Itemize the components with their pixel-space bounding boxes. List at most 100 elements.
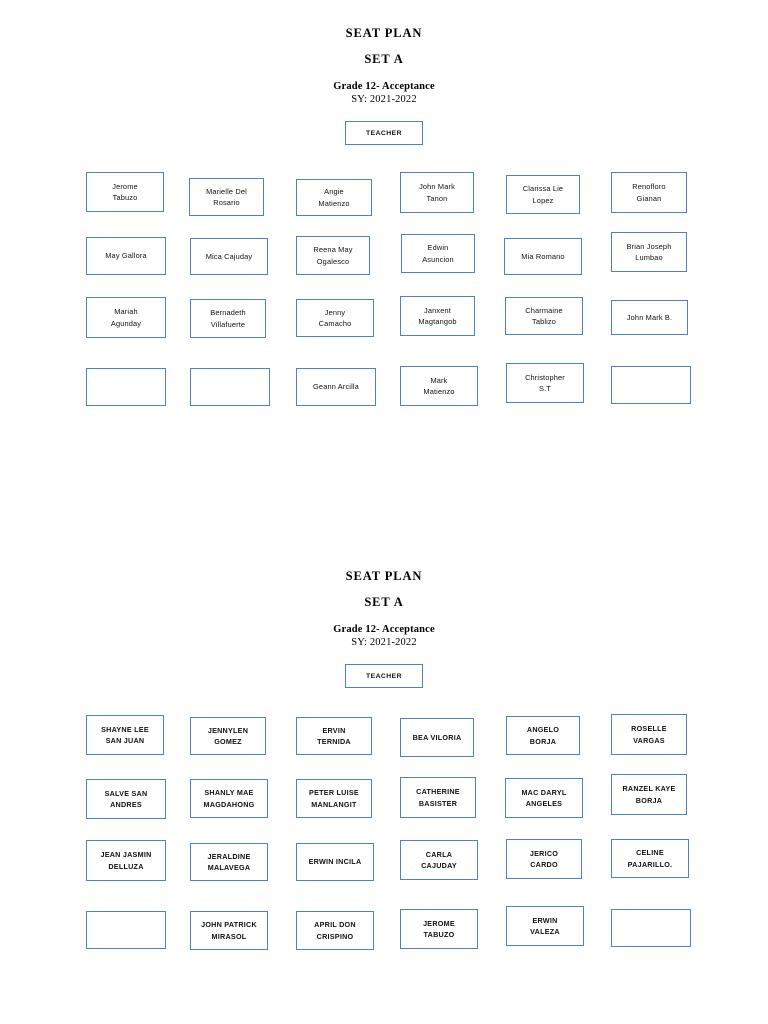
seat-student-name: Brian Joseph Lumbao bbox=[626, 241, 672, 262]
seat-box[interactable]: Christopher S.T bbox=[506, 363, 584, 403]
seat-box[interactable]: RANZEL KAYE BORJA bbox=[611, 774, 687, 815]
seat-box[interactable]: John Mark Tanon bbox=[400, 172, 474, 213]
seat-box[interactable]: ERVIN TERNIDA bbox=[296, 717, 372, 755]
seat-box[interactable]: JENNYLEN GOMEZ bbox=[190, 717, 266, 755]
seat-student-name: SHAYNE LEE SAN JUAN bbox=[101, 724, 149, 745]
seat-student-name: BEA VILORIA bbox=[412, 732, 462, 742]
seat-student-name: APRIL DON CRISPINO bbox=[314, 920, 356, 941]
seat-student-name: Mariah Agunday bbox=[110, 307, 142, 328]
seat-box[interactable]: JERICO CARDO bbox=[506, 839, 582, 879]
seat-box[interactable]: ERWIN INCILA bbox=[296, 843, 374, 881]
set-subtitle: SET A bbox=[364, 595, 404, 610]
page-2-header: SEAT PLAN SET A Grade 12- Acceptance SY:… bbox=[0, 543, 768, 649]
seat-student-name: CATHERINE BASISTER bbox=[416, 787, 460, 808]
seat-student-name: CARLA CAJUDAY bbox=[421, 849, 457, 870]
seat-student-name: JENNYLEN GOMEZ bbox=[207, 725, 249, 746]
seat-box[interactable]: CARLA CAJUDAY bbox=[400, 840, 478, 880]
seat-student-name: ERWIN VALEZA bbox=[530, 915, 560, 936]
school-year: SY: 2021-2022 bbox=[351, 94, 417, 106]
seat-box[interactable]: ANGELO BORJA bbox=[506, 716, 580, 755]
seat-box[interactable]: Bernadeth Villafuerte bbox=[190, 299, 266, 338]
seat-box[interactable]: PETER LUISE MANLANGIT bbox=[296, 779, 372, 818]
seat-student-name: John Mark B. bbox=[626, 312, 673, 322]
teacher-desk[interactable]: TEACHER bbox=[345, 121, 423, 145]
seat-student-name: ANGELO BORJA bbox=[526, 725, 560, 746]
seat-box[interactable]: MAC DARYL ANGELES bbox=[505, 778, 583, 818]
seat-box[interactable]: Marielle Del Rosario bbox=[189, 178, 264, 216]
seat-box[interactable]: SHANLY MAE MAGDAHONG bbox=[190, 779, 268, 818]
seat-box[interactable]: Charmaine Tablizo bbox=[505, 297, 583, 335]
seat-student-name: ERWIN INCILA bbox=[308, 857, 362, 867]
seat-box[interactable]: Mica Cajuday bbox=[190, 238, 268, 275]
seat-box[interactable]: JEAN JASMIN DELLUZA bbox=[86, 840, 166, 881]
seat-student-name: Mark Matienzo bbox=[423, 375, 455, 396]
seat-box-empty[interactable] bbox=[611, 909, 691, 947]
seat-box[interactable]: John Mark B. bbox=[611, 300, 688, 335]
seat-student-name: JEROME TABUZO bbox=[423, 918, 455, 939]
seat-student-name: ROSELLE VARGAS bbox=[631, 724, 667, 745]
seat-box[interactable]: JEROME TABUZO bbox=[400, 909, 478, 949]
seat-box[interactable]: Geann Arcilla bbox=[296, 368, 376, 406]
seat-box[interactable]: SHAYNE LEE SAN JUAN bbox=[86, 715, 164, 755]
seat-box-empty[interactable] bbox=[190, 368, 270, 406]
seat-student-name: Bernadeth Villafuerte bbox=[210, 308, 246, 329]
seat-box-empty[interactable] bbox=[611, 366, 691, 404]
seat-student-name: Jerome Tabuzo bbox=[112, 181, 138, 202]
seat-box[interactable]: Edwin Asuncion bbox=[401, 234, 475, 273]
seat-student-name: CELINE PAJARILLO. bbox=[627, 848, 673, 869]
seat-student-name: Charmaine Tablizo bbox=[525, 305, 563, 326]
seat-box[interactable]: Mia Romano bbox=[504, 238, 582, 275]
seat-box-empty[interactable] bbox=[86, 368, 166, 406]
seat-box[interactable]: CATHERINE BASISTER bbox=[400, 777, 476, 818]
seat-box[interactable]: Reena May Ogalesco bbox=[296, 236, 370, 275]
seat-box[interactable]: JOHN PATRICK MIRASOL bbox=[190, 911, 268, 950]
seat-student-name: Janxent Magtangob bbox=[418, 305, 457, 326]
page-title: SEAT PLAN bbox=[345, 26, 423, 40]
seat-student-name: PETER LUISE MANLANGIT bbox=[309, 788, 359, 809]
seat-box-empty[interactable] bbox=[86, 911, 166, 949]
teacher-desk[interactable]: TEACHER bbox=[345, 664, 423, 688]
seat-student-name: Geann Arcilla bbox=[313, 382, 359, 392]
grade-section: Grade 12- Acceptance bbox=[333, 81, 435, 93]
seat-grid-page-1: Jerome Tabuzo Marielle Del Rosario Angie M… bbox=[0, 0, 768, 406]
seat-student-name: RANZEL KAYE BORJA bbox=[622, 784, 676, 805]
seat-student-name: SALVE SAN ANDRES bbox=[104, 788, 148, 809]
teacher-row: TEACHER bbox=[0, 664, 768, 688]
seat-box[interactable]: Jerome Tabuzo bbox=[86, 172, 164, 212]
seat-student-name: Reena May Ogalesco bbox=[313, 245, 353, 266]
seat-box[interactable]: Angie Matienzo bbox=[296, 179, 372, 216]
seat-student-name: Mia Romano bbox=[521, 251, 565, 261]
seat-plan-page-1: SEAT PLAN SET A Grade 12- Acceptance SY:… bbox=[0, 0, 768, 406]
seat-box[interactable]: ROSELLE VARGAS bbox=[611, 714, 687, 755]
seat-box[interactable]: Mark Matienzo bbox=[400, 366, 478, 406]
school-year: SY: 2021-2022 bbox=[351, 637, 417, 649]
seat-box[interactable]: Janxent Magtangob bbox=[400, 296, 475, 336]
seat-student-name: JEAN JASMIN DELLUZA bbox=[100, 850, 152, 871]
seat-student-name: May Gallora bbox=[105, 251, 147, 261]
seat-box[interactable]: Mariah Agunday bbox=[86, 297, 166, 338]
seat-box[interactable]: SALVE SAN ANDRES bbox=[86, 779, 166, 819]
seat-box[interactable]: BEA VILORIA bbox=[400, 718, 474, 757]
seat-student-name: Jenny Camacho bbox=[318, 307, 352, 328]
seat-box[interactable]: Brian Joseph Lumbao bbox=[611, 232, 687, 272]
seat-student-name: Angie Matienzo bbox=[318, 187, 350, 208]
seat-box[interactable]: Renofloro Gianan bbox=[611, 172, 687, 213]
seat-box[interactable]: JERALDINE MALAVEGA bbox=[190, 843, 268, 881]
page-title: SEAT PLAN bbox=[345, 569, 423, 583]
seat-box[interactable]: CELINE PAJARILLO. bbox=[611, 839, 689, 878]
grade-section: Grade 12- Acceptance bbox=[333, 624, 435, 636]
seat-student-name: MAC DARYL ANGELES bbox=[521, 787, 567, 808]
seat-box[interactable]: Clarissa Lie Lopez bbox=[506, 175, 580, 214]
teacher-row: TEACHER bbox=[0, 121, 768, 145]
seat-student-name: ERVIN TERNIDA bbox=[317, 725, 351, 746]
seat-grid-page-2: SHAYNE LEE SAN JUAN JENNYLEN GOMEZ ERVIN T… bbox=[0, 543, 768, 950]
seat-box[interactable]: May Gallora bbox=[86, 237, 166, 275]
seat-student-name: Clarissa Lie Lopez bbox=[522, 184, 564, 205]
seat-student-name: JERALDINE MALAVEGA bbox=[207, 851, 251, 872]
seat-student-name: Christopher S.T bbox=[525, 372, 565, 393]
seat-box[interactable]: ERWIN VALEZA bbox=[506, 906, 584, 946]
seat-box[interactable]: APRIL DON CRISPINO bbox=[296, 911, 374, 950]
seat-box[interactable]: Jenny Camacho bbox=[296, 299, 374, 337]
seat-student-name: JOHN PATRICK MIRASOL bbox=[201, 920, 257, 941]
